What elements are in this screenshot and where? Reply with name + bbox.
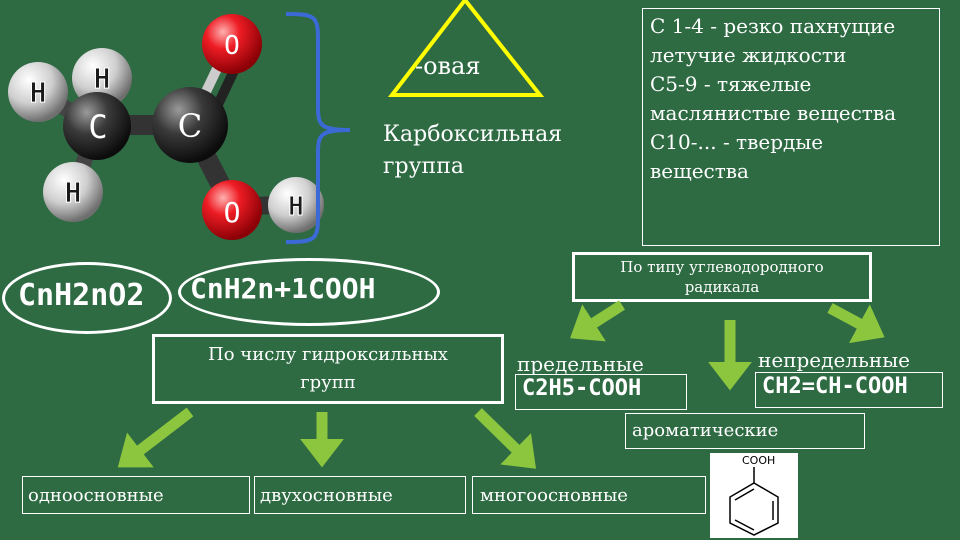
hydrogen-atom [8, 62, 68, 122]
curly-brace [285, 12, 351, 244]
triangle-shape [387, 0, 545, 97]
atom-label-h: H [94, 62, 111, 95]
hydrogen-atom [72, 48, 132, 108]
atom-label-c: C [88, 108, 107, 146]
properties-line: С5-9 - тяжелые [650, 72, 812, 96]
acid-formula: CnH2n+1COOH [190, 272, 376, 305]
aromatic-box [625, 413, 865, 449]
properties-line: вещества [650, 159, 749, 183]
radical-type-line2: радикала [684, 278, 760, 296]
dibasic-box [254, 476, 466, 514]
benzoic-acid-structure: COOH [710, 453, 798, 538]
properties-line: летучие жидкости [650, 43, 847, 67]
polybasic-label: многоосновные [480, 485, 628, 506]
polybasic-box [472, 476, 706, 514]
saturated-label: предельные [517, 352, 644, 376]
hydroxyl-count-box [152, 334, 504, 404]
acid-formula-ellipse [178, 258, 440, 326]
atom-label-h: H [288, 192, 304, 222]
hydrogen-atom [268, 177, 324, 233]
unsaturated-formula: CH2=CH-COOH [762, 374, 908, 399]
monobasic-label: одноосновные [28, 485, 164, 506]
hydrogen-atom [43, 162, 103, 222]
oxygen-atom [202, 14, 262, 74]
hydroxyl-count-line1: По числу гидроксильных [208, 344, 448, 365]
general-formula-ellipse [2, 262, 172, 334]
carboxyl-group-label-line1: Карбоксильная [383, 122, 563, 147]
benzoic-cooh-label: COOH [742, 454, 776, 467]
hydroxyl-count-line2: групп [300, 372, 356, 393]
triangle-label: -овая [415, 52, 481, 80]
radical-type-line1: По типу углеводородного [620, 258, 824, 276]
aromatic-label: ароматические [632, 420, 779, 441]
unsaturated-formula-box [755, 372, 943, 408]
atom-label-h: H [65, 176, 82, 209]
properties-line: С 1-4 - резко пахнущие [650, 14, 896, 38]
carbon-atom [63, 92, 131, 160]
carbon-atom [152, 87, 228, 163]
saturated-formula: C2H5-COOH [522, 376, 642, 401]
atom-label-h: H [30, 76, 47, 109]
properties-line: С10-... - твердые [650, 130, 824, 154]
physical-properties-box [642, 8, 940, 246]
oxygen-atom [202, 180, 262, 240]
atom-label-o: O [224, 31, 240, 61]
dibasic-label: двухосновные [260, 485, 393, 506]
atom-label-c: C [178, 107, 202, 145]
atom-label-o: O [224, 196, 241, 229]
benzene-ring-drawing [729, 467, 779, 536]
saturated-formula-box [515, 374, 687, 410]
unsaturated-label: непредельные [758, 348, 910, 372]
general-formula: CnH2nO2 [18, 278, 145, 313]
properties-line: маслянистые вещества [650, 101, 897, 125]
carboxyl-group-label-line2: группа [383, 154, 464, 179]
monobasic-box [22, 476, 250, 514]
radical-type-box [572, 252, 872, 302]
